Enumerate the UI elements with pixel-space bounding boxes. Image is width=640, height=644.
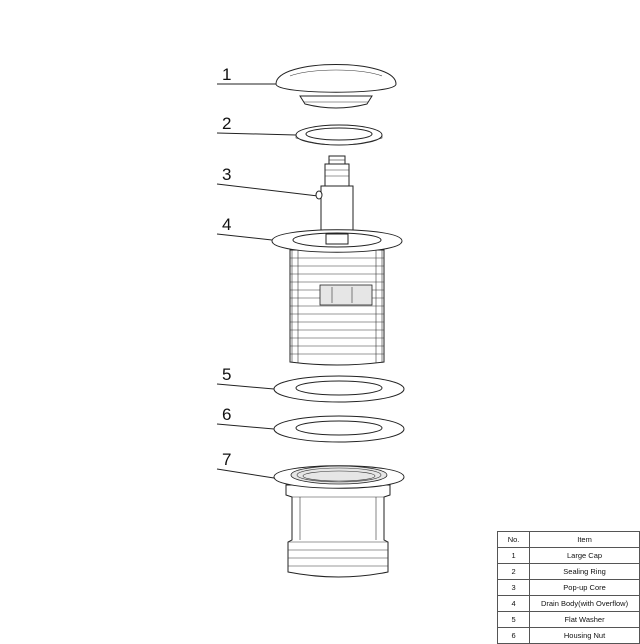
leader-4 xyxy=(216,233,273,241)
large-cap xyxy=(275,64,397,109)
callout-7: 7 xyxy=(222,450,231,469)
leader-3 xyxy=(216,183,319,197)
body-threads xyxy=(290,250,384,363)
cell-item: Drain Body(with Overflow) xyxy=(529,595,640,612)
table-row: 6 Housing Nut xyxy=(496,627,640,644)
cell-no: 6 xyxy=(496,627,531,644)
callout-6: 6 xyxy=(222,405,231,424)
leader-2 xyxy=(216,132,297,136)
callout-3: 3 xyxy=(222,165,231,184)
header-item: Item xyxy=(529,531,640,548)
table-row: 2 Sealing Ring xyxy=(496,563,640,580)
leader-6 xyxy=(216,423,275,430)
leader-7 xyxy=(216,468,275,479)
cell-item: Pop-up Core xyxy=(529,579,640,596)
flat-washer-2 xyxy=(273,415,405,443)
cell-no: 3 xyxy=(496,579,531,596)
cell-item: Sealing Ring xyxy=(529,563,640,580)
cell-no: 2 xyxy=(496,563,531,580)
callout-2: 2 xyxy=(222,114,231,133)
table-row: 5 Flat Washer xyxy=(496,611,640,628)
cell-item: Large Cap xyxy=(529,547,640,564)
housing-nut xyxy=(273,465,405,578)
callout-5: 5 xyxy=(222,365,231,384)
header-no: No. xyxy=(496,531,531,548)
table-row: 3 Pop-up Core xyxy=(496,579,640,596)
cell-no: 5 xyxy=(496,611,531,628)
leader-5 xyxy=(216,383,275,390)
overflow-slot xyxy=(319,284,373,306)
cell-no: 1 xyxy=(496,547,531,564)
flat-washer xyxy=(273,375,405,403)
cell-no: 4 xyxy=(496,595,531,612)
table-row: 4 Drain Body(with Overflow) xyxy=(496,595,640,612)
parts-table: No. Item 1 Large Cap 2 Sealing Ring 3 Po… xyxy=(496,531,640,644)
callout-1: 1 xyxy=(222,65,231,84)
table-row: 1 Large Cap xyxy=(496,547,640,564)
table-header-row: No. Item xyxy=(496,531,640,548)
callout-4: 4 xyxy=(222,215,231,234)
drain-body xyxy=(271,229,403,366)
cell-item: Flat Washer xyxy=(529,611,640,628)
sealing-ring xyxy=(295,124,383,146)
cell-item: Housing Nut xyxy=(529,627,640,644)
